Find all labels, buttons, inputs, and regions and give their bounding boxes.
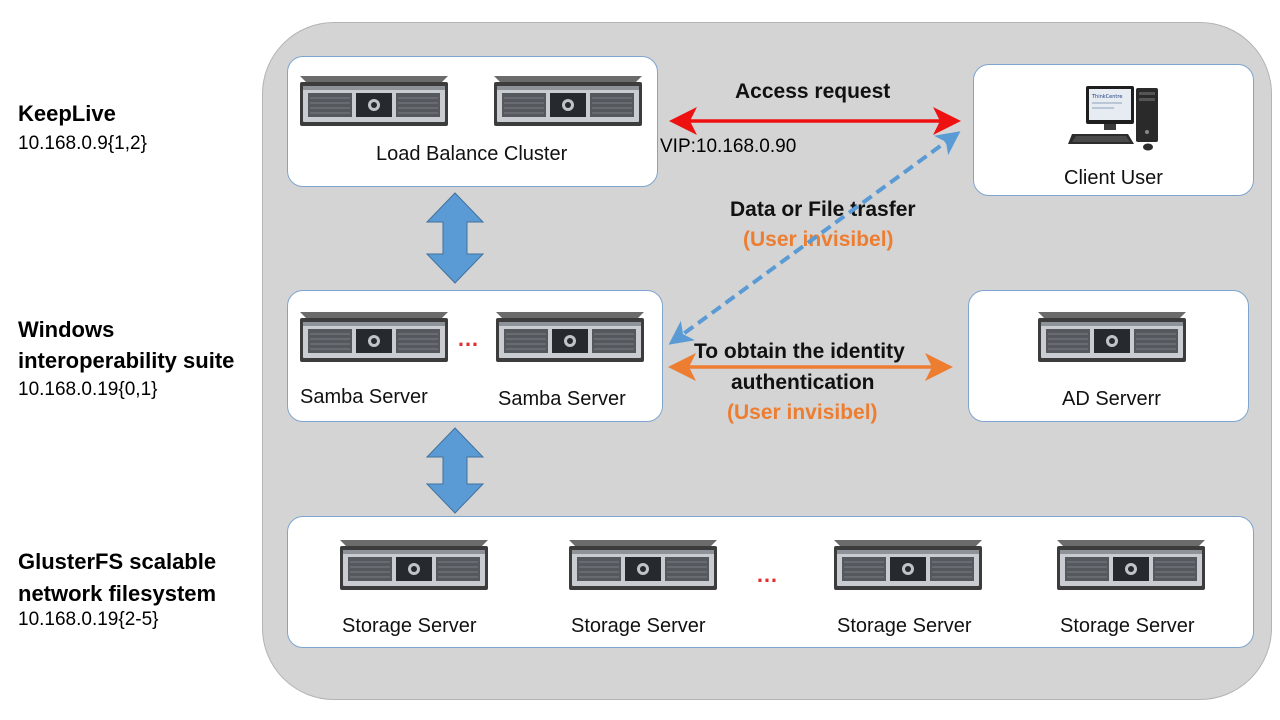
data-transfer-label: Data or File trasfer <box>730 198 916 221</box>
rack-server-icon <box>300 76 448 127</box>
tier-ip-keeplive: 10.168.0.9{1,2} <box>18 133 147 154</box>
identity-label-line2: authentication <box>731 371 875 394</box>
data-transfer-note: (User invisibel) <box>743 228 894 251</box>
desktop-computer-icon: ThinkCentre <box>1068 86 1158 151</box>
access-request-label: Access request <box>735 80 891 103</box>
samba-ellipsis: … <box>457 326 480 351</box>
tier-title-gluster-line1: GlusterFS scalable <box>18 549 217 574</box>
tier-title-windows-line1: Windows <box>18 317 115 342</box>
ad-server-label: AD Serverr <box>1062 388 1161 410</box>
storage-server-label: Storage Server <box>1060 615 1195 637</box>
samba-server-label: Samba Server <box>300 386 428 408</box>
tier-title-gluster-line2: network filesystem <box>18 581 217 606</box>
tier-ip-gluster: 10.168.0.19{2-5} <box>18 609 159 630</box>
identity-note: (User invisibel) <box>727 401 878 424</box>
rack-server-icon <box>1038 312 1186 363</box>
tier-ip-windows: 10.168.0.19{0,1} <box>18 379 158 400</box>
client-user-label: Client User <box>1064 167 1163 189</box>
identity-label-line1: To obtain the identity <box>694 340 905 363</box>
storage-server-label: Storage Server <box>837 615 972 637</box>
tier-title-keeplive: KeepLive <box>18 101 116 126</box>
rack-server-icon <box>1057 540 1205 591</box>
storage-server-label: Storage Server <box>571 615 706 637</box>
rack-server-icon <box>494 76 642 127</box>
rack-server-icon <box>834 540 982 591</box>
monitor-brand-text: ThinkCentre <box>1091 94 1122 100</box>
samba-server-label: Samba Server <box>498 388 626 410</box>
load-balance-cluster-label: Load Balance Cluster <box>376 143 568 165</box>
tier-title-windows-line2: interoperability suite <box>18 348 235 373</box>
rack-server-icon <box>496 312 644 363</box>
storage-server-label: Storage Server <box>342 615 477 637</box>
rack-server-icon <box>300 312 448 363</box>
storage-ellipsis: … <box>756 562 779 587</box>
vip-label: VIP:10.168.0.90 <box>660 136 797 157</box>
rack-server-icon <box>340 540 488 591</box>
rack-server-icon <box>569 540 717 591</box>
